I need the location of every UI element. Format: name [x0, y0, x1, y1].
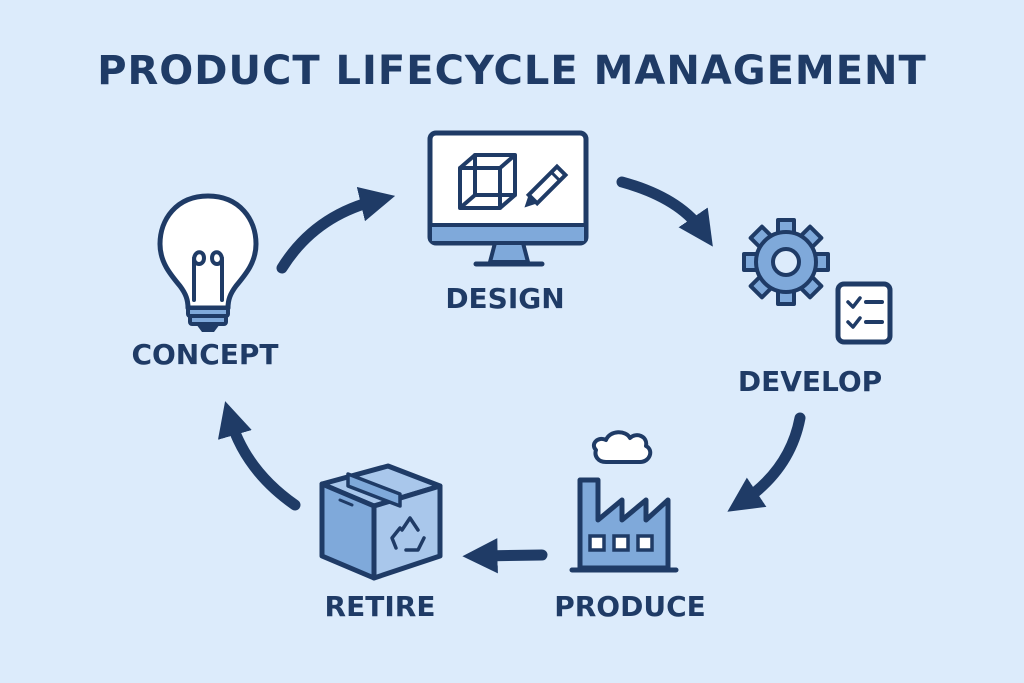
lightbulb-icon: [157, 193, 259, 332]
arrow-develop-to-produce: [727, 412, 806, 512]
recycle-box-icon: [319, 463, 443, 581]
arrow-produce-to-retire: [462, 538, 548, 574]
factory-icon: [569, 430, 679, 573]
stage-label-produce: PRODUCE: [554, 590, 706, 623]
monitor-cube-pencil-icon: [427, 130, 589, 267]
stage-label-develop: DEVELOP: [737, 365, 883, 398]
arrow-concept-to-design: [276, 186, 396, 274]
diagram-title: PRODUCT LIFECYCLE MANAGEMENT: [97, 48, 927, 94]
gear-checklist-icon: [742, 218, 893, 345]
stage-label-design: DESIGN: [445, 282, 565, 315]
arrow-design-to-develop: [616, 176, 713, 247]
arrow-retire-to-concept: [217, 401, 301, 511]
stage-label-retire: RETIRE: [324, 590, 436, 623]
stage-label-concept: CONCEPT: [131, 338, 279, 371]
